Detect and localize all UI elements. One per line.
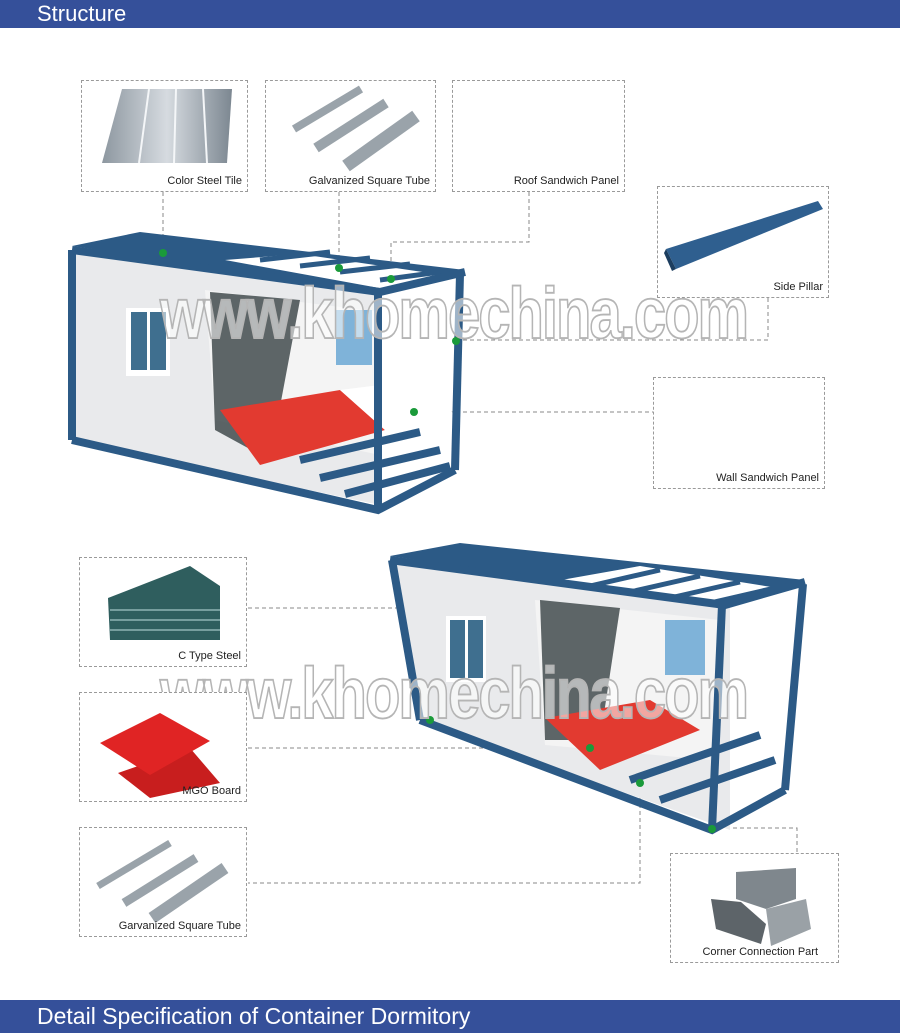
square-tube-image: [96, 839, 229, 923]
side-pillar-image: [664, 201, 823, 271]
component-mgo-board: MGO Board: [79, 692, 247, 802]
section-title: Structure: [37, 1, 127, 26]
structure-diagram: [68, 192, 807, 884]
component-c-type-steel: C Type Steel: [79, 557, 247, 667]
component-label: Wall Sandwich Panel: [716, 472, 819, 484]
component-wall-sandwich-panel: Wall Sandwich Panel: [653, 377, 825, 489]
component-garvanized-square-tube: Garvanized Square Tube: [79, 827, 247, 937]
component-label: Side Pillar: [773, 281, 823, 293]
color-steel-tile-image: [102, 88, 232, 164]
square-tube-image: [291, 85, 420, 172]
component-label: C Type Steel: [178, 650, 241, 662]
component-label: Color Steel Tile: [167, 175, 242, 187]
component-label: Roof Sandwich Panel: [513, 175, 619, 187]
watermark: www.khomechina.com: [159, 652, 750, 735]
mgo-board-image: [100, 713, 220, 798]
component-label: Garvanized Square Tube: [118, 920, 241, 932]
component-color-steel-tile: Color Steel Tile: [81, 80, 248, 192]
corner-connection-image: [711, 868, 811, 946]
component-side-pillar: Side Pillar: [657, 186, 829, 298]
section-title: Detail Specification of Container Dormit…: [37, 1003, 471, 1029]
component-label: MGO Board: [182, 785, 241, 797]
component-galvanized-square-tube: Galvanized Square Tube: [265, 80, 436, 192]
section-header-structure: Structure: [0, 0, 900, 28]
c-type-steel-image: [108, 566, 220, 640]
container-bottom: [388, 543, 807, 835]
watermark: www.khomechina.com: [159, 272, 750, 355]
component-label: Galvanized Square Tube: [308, 175, 430, 187]
section-header-detail-specification: Detail Specification of Container Dormit…: [0, 1000, 900, 1033]
component-roof-sandwich-panel: Roof Sandwich Panel: [452, 80, 625, 192]
component-label: Corner Connection Part: [702, 946, 818, 958]
component-corner-connection-part: Corner Connection Part: [670, 853, 839, 963]
container-top: [68, 232, 466, 515]
